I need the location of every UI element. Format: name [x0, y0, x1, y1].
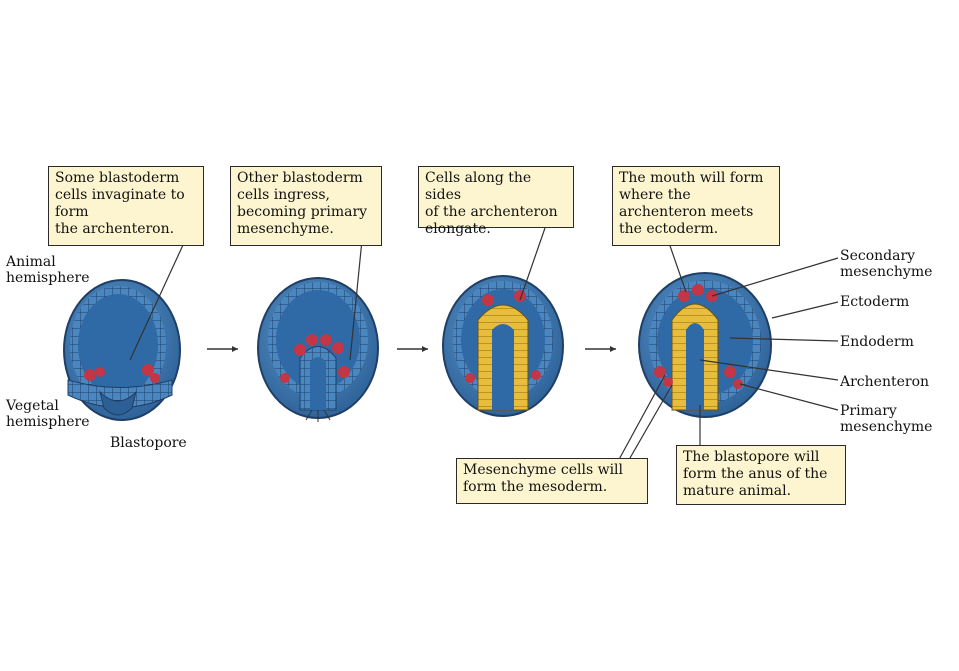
- callout-mesoderm: Mesenchyme cells will form the mesoderm.: [456, 458, 648, 504]
- label-blastopore: Blastopore: [110, 435, 187, 451]
- callout-mouth: The mouth will form where the archentero…: [612, 166, 780, 246]
- label-animal-hemisphere: Animal hemisphere: [6, 254, 90, 286]
- leader-lines: [129, 227, 839, 466]
- callout-elongate: Cells along the sides of the archenteron…: [418, 166, 574, 237]
- label-endoderm: Endoderm: [840, 334, 914, 350]
- stage-2-embryo: [257, 277, 379, 422]
- label-ectoderm: Ectoderm: [840, 294, 910, 310]
- label-secondary-mesenchyme: Secondary mesenchyme: [840, 248, 933, 280]
- stage-4-embryo: [638, 272, 772, 418]
- callout-anus: The blastopore will form the anus of the…: [676, 445, 846, 505]
- callout-invaginate: Some blastoderm cells invaginate to form…: [48, 166, 204, 246]
- label-vegetal-hemisphere: Vegetal hemisphere: [6, 398, 90, 430]
- callout-ingress: Other blastoderm cells ingress, becoming…: [230, 166, 382, 246]
- label-primary-mesenchyme: Primary mesenchyme: [840, 403, 933, 435]
- label-archenteron: Archenteron: [840, 374, 930, 390]
- stage-3-embryo: [442, 275, 564, 417]
